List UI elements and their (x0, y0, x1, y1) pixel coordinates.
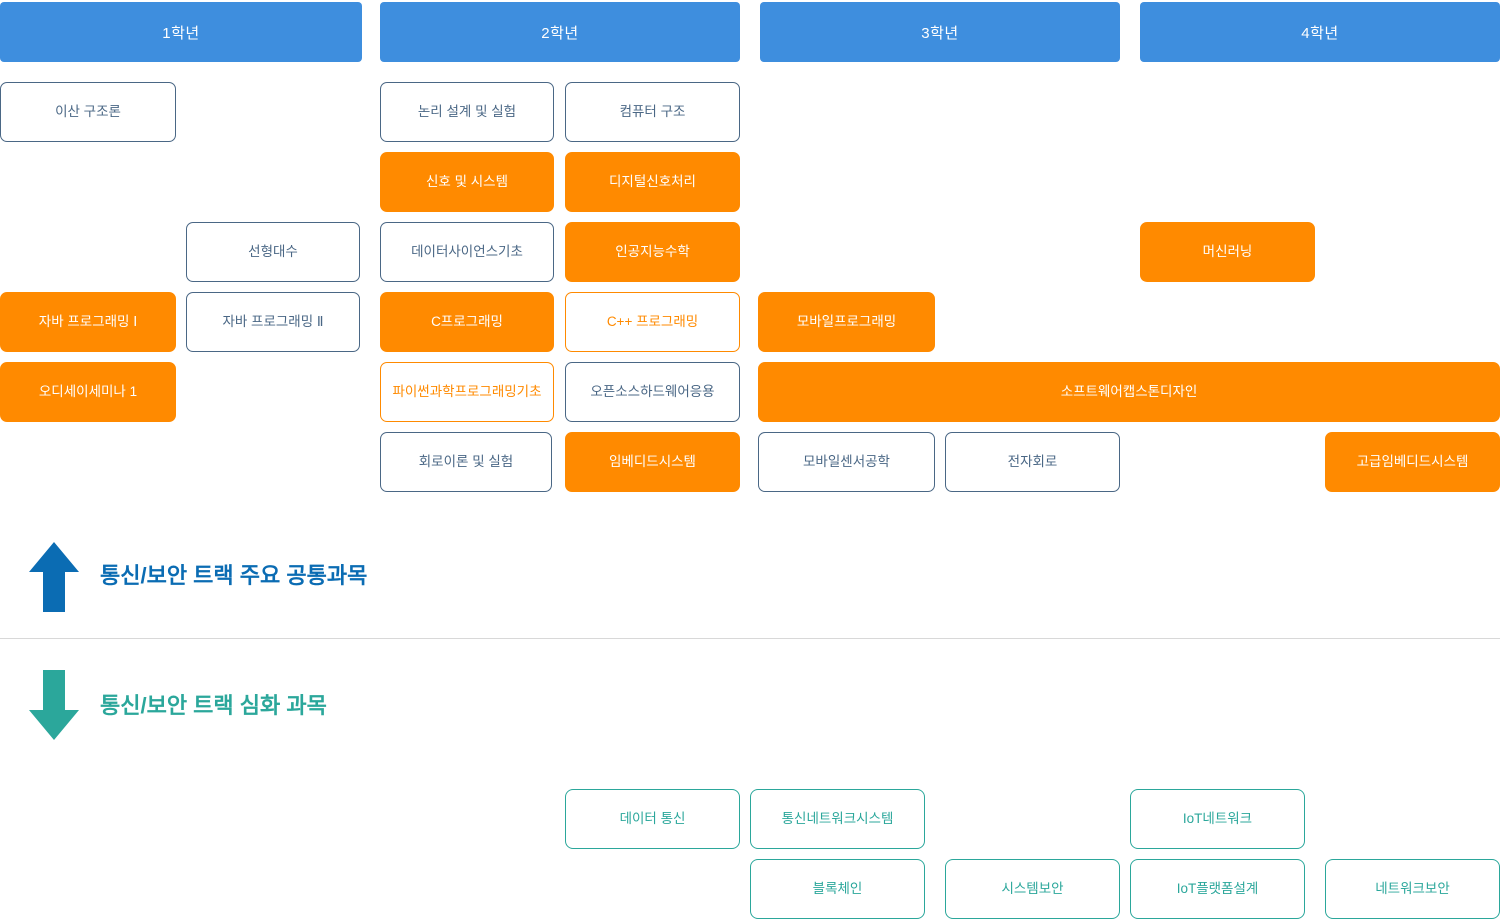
course-box-모바일센서공학[interactable]: 모바일센서공학 (758, 432, 935, 492)
course-box-머신러닝[interactable]: 머신러닝 (1140, 222, 1315, 282)
section-divider (0, 638, 1500, 639)
course-box-소프트웨어캡스톤디자인[interactable]: 소프트웨어캡스톤디자인 (758, 362, 1500, 422)
course-box-자바-프로그래밍-[interactable]: 자바 프로그래밍 Ⅰ (0, 292, 176, 352)
year-header-2: 2학년 (380, 2, 740, 62)
advanced-course-box-네트워크보안[interactable]: 네트워크보안 (1325, 859, 1500, 919)
course-box-오디세이세미나-1[interactable]: 오디세이세미나 1 (0, 362, 176, 422)
course-box-인공지능수학[interactable]: 인공지능수학 (565, 222, 740, 282)
course-box-디지털신호처리[interactable]: 디지털신호처리 (565, 152, 740, 212)
course-box-오픈소스하드웨어응용[interactable]: 오픈소스하드웨어응용 (565, 362, 740, 422)
year-header-1: 1학년 (0, 2, 362, 62)
course-box-고급임베디드시스템[interactable]: 고급임베디드시스템 (1325, 432, 1500, 492)
advanced-course-box-iot플랫폼설계[interactable]: IoT플랫폼설계 (1130, 859, 1305, 919)
course-box-논리-설계-및-실험[interactable]: 논리 설계 및 실험 (380, 82, 554, 142)
course-box-파이썬과학프로그래밍기초[interactable]: 파이썬과학프로그래밍기초 (380, 362, 554, 422)
year-header-4: 4학년 (1140, 2, 1500, 62)
course-box-임베디드시스템[interactable]: 임베디드시스템 (565, 432, 740, 492)
course-box-전자회로[interactable]: 전자회로 (945, 432, 1120, 492)
advanced-course-box-통신네트워크시스템[interactable]: 통신네트워크시스템 (750, 789, 925, 849)
course-box-회로이론-및-실험[interactable]: 회로이론 및 실험 (380, 432, 552, 492)
advanced-course-box-데이터-통신[interactable]: 데이터 통신 (565, 789, 740, 849)
advanced-course-box-시스템보안[interactable]: 시스템보안 (945, 859, 1120, 919)
course-box-컴퓨터-구조[interactable]: 컴퓨터 구조 (565, 82, 740, 142)
year-header-3: 3학년 (760, 2, 1120, 62)
advanced-course-box-iot네트워크[interactable]: IoT네트워크 (1130, 789, 1305, 849)
course-box-이산-구조론[interactable]: 이산 구조론 (0, 82, 176, 142)
arrow-down-icon (29, 670, 79, 740)
course-box-신호-및-시스템[interactable]: 신호 및 시스템 (380, 152, 554, 212)
advanced-course-box-블록체인[interactable]: 블록체인 (750, 859, 925, 919)
track-label-up: 통신/보안 트랙 주요 공통과목 (100, 563, 368, 588)
course-box-선형대수[interactable]: 선형대수 (186, 222, 360, 282)
course-box-모바일프로그래밍[interactable]: 모바일프로그래밍 (758, 292, 935, 352)
course-box-자바-프로그래밍-[interactable]: 자바 프로그래밍 Ⅱ (186, 292, 360, 352)
arrow-up-icon (29, 542, 79, 612)
course-box-데이터사이언스기초[interactable]: 데이터사이언스기초 (380, 222, 554, 282)
course-box-c++-프로그래밍[interactable]: C++ 프로그래밍 (565, 292, 740, 352)
track-label-down: 통신/보안 트랙 심화 과목 (100, 693, 327, 718)
course-box-c프로그래밍[interactable]: C프로그래밍 (380, 292, 554, 352)
